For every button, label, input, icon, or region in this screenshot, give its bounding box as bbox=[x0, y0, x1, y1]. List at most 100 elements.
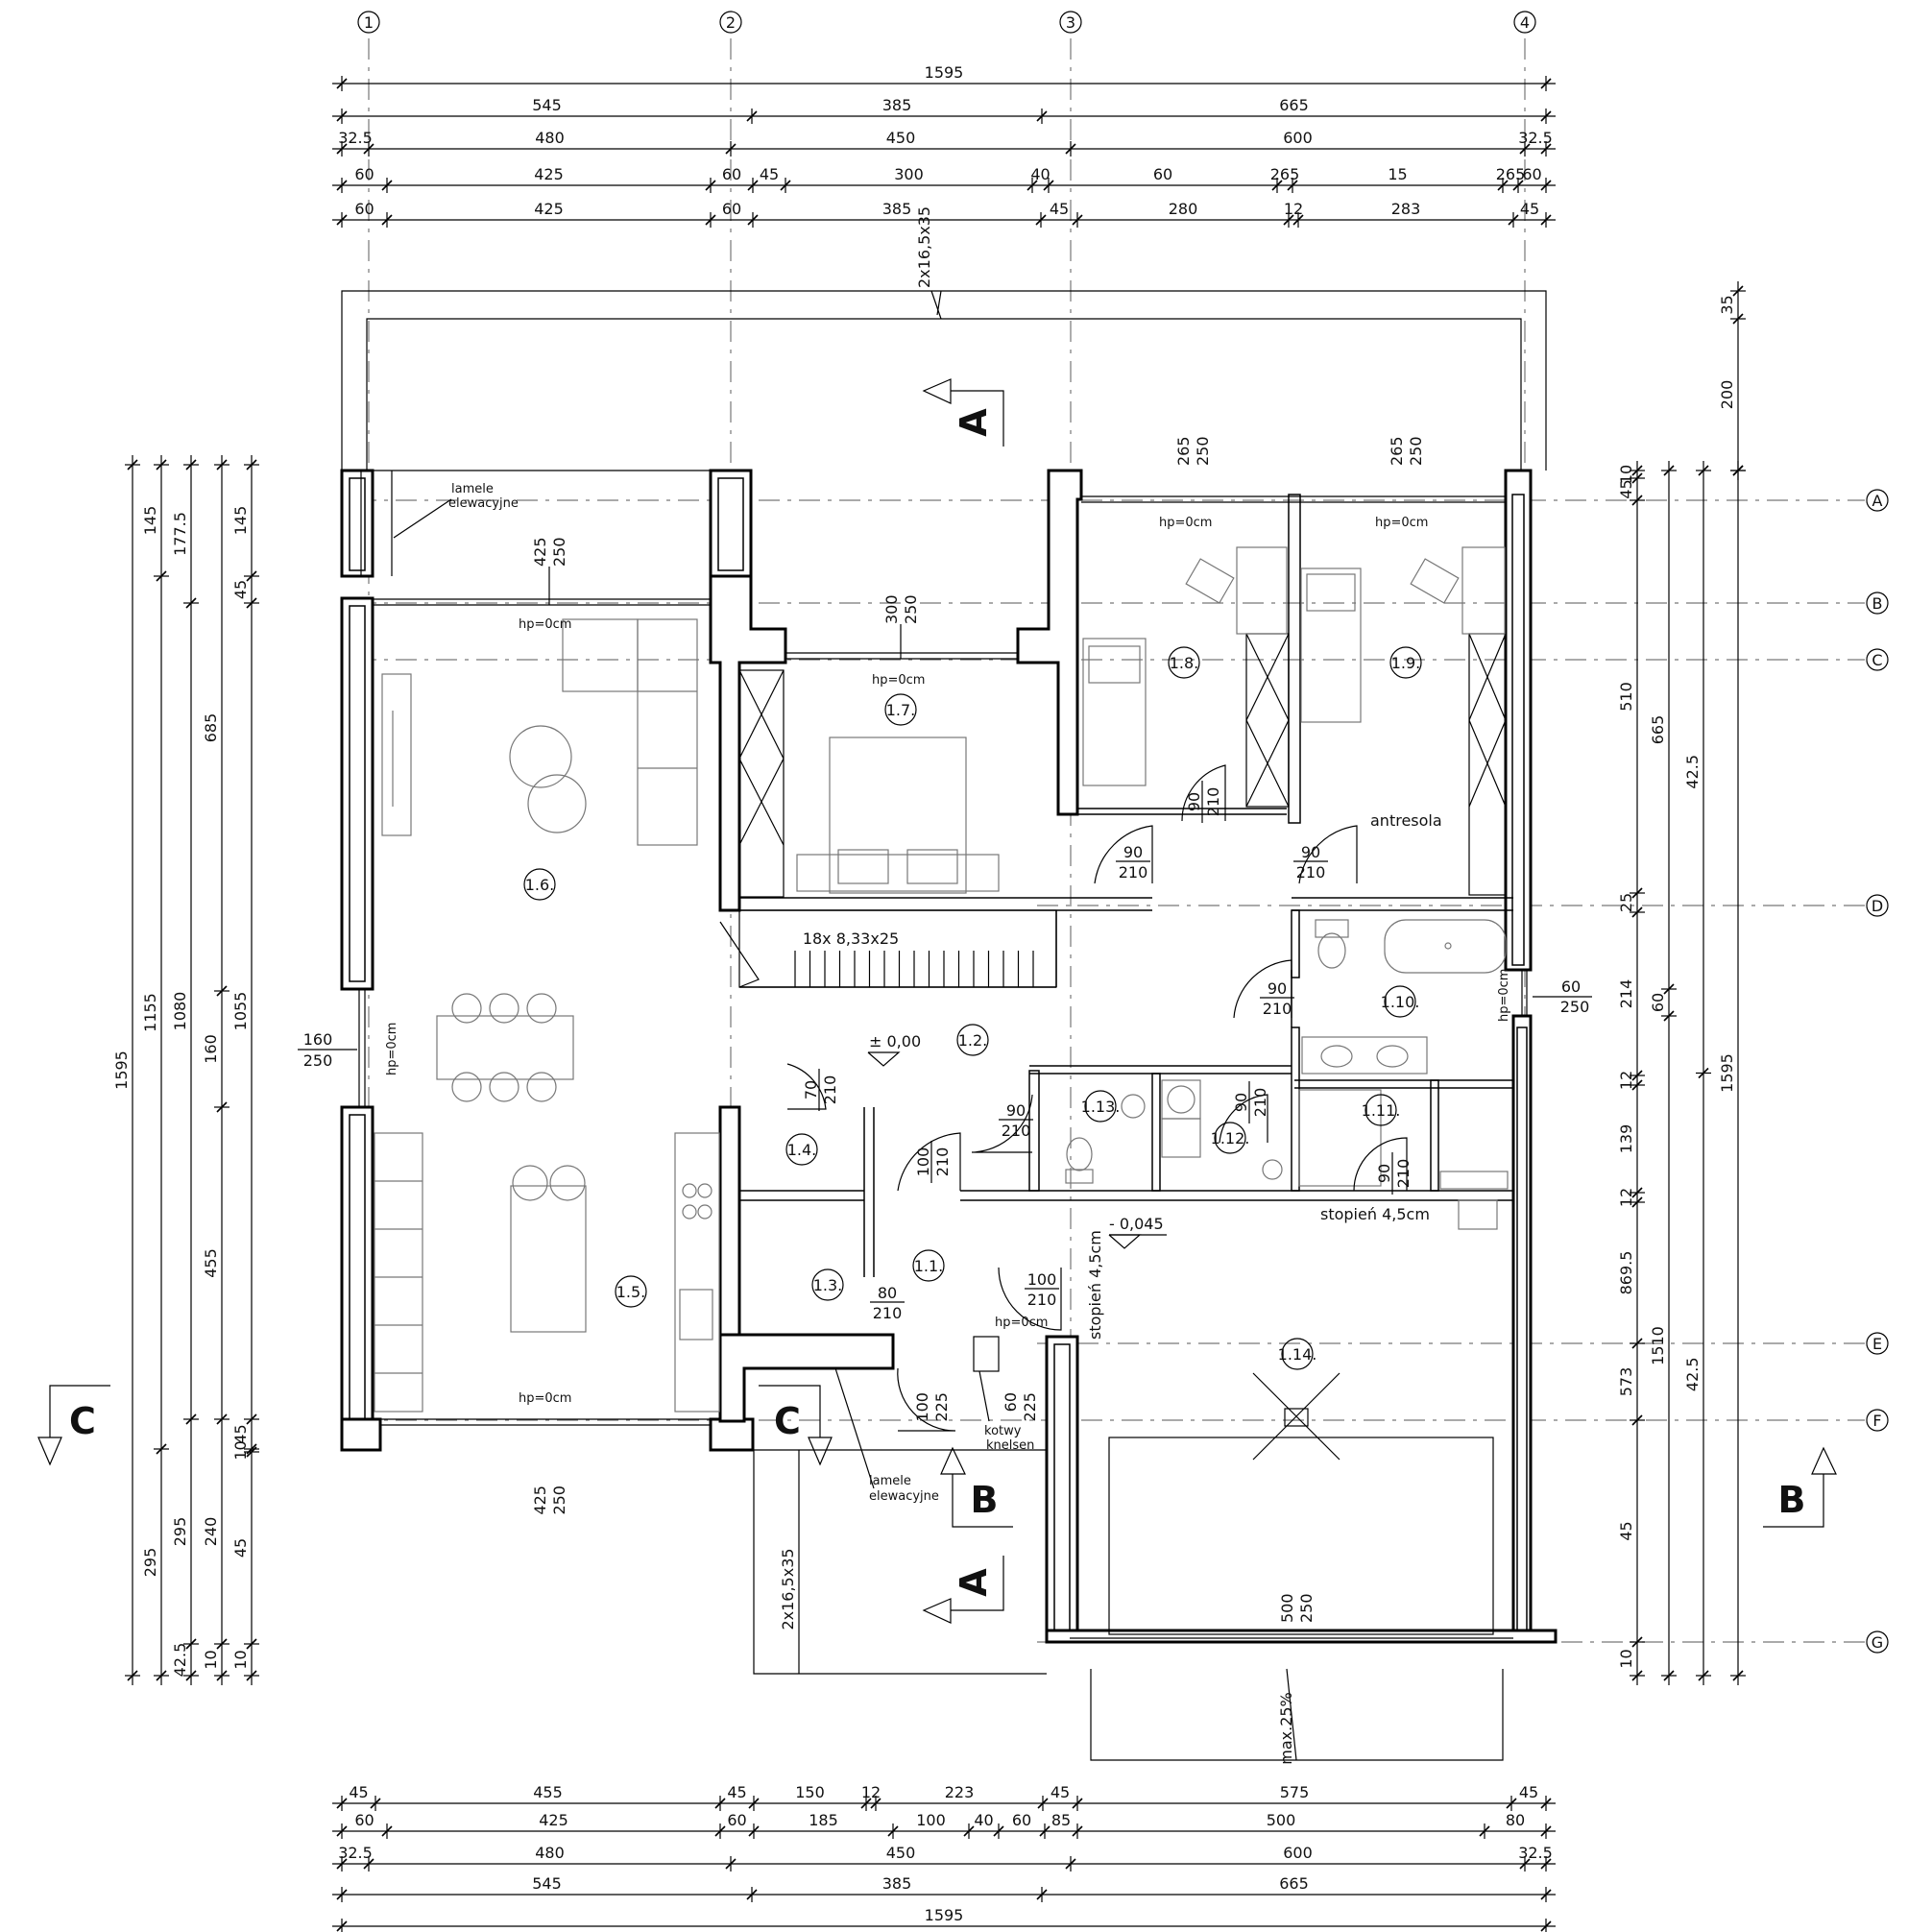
opening-right-bottom: 250 bbox=[1560, 998, 1590, 1016]
dim-left-col5-1: 45 bbox=[231, 580, 250, 599]
dim-bottom-row0-3: 150 bbox=[795, 1783, 825, 1801]
dim-right-col1-1: 200 bbox=[1718, 380, 1736, 410]
room-1-7: 1.7. bbox=[886, 701, 916, 719]
dim-top-row3-1: 425 bbox=[534, 165, 564, 183]
hp-a2: hp=0cm bbox=[1375, 516, 1428, 530]
axis-label-D: D bbox=[1872, 897, 1883, 915]
dim-right-col2-11: 10 bbox=[1617, 1649, 1635, 1668]
room-1-5: 1.5. bbox=[616, 1283, 646, 1301]
dim-bottom-row0-7: 575 bbox=[1280, 1783, 1310, 1801]
door-swings bbox=[719, 764, 1408, 1432]
dim-top-row3-0: 60 bbox=[354, 165, 374, 183]
axis-label-E: E bbox=[1872, 1335, 1882, 1353]
kotwy-label: kotwy bbox=[984, 1424, 1022, 1438]
door-10-height: 210 bbox=[873, 1304, 903, 1322]
dim-right-col3-1: 60 bbox=[1649, 993, 1667, 1012]
dim-bottom-row4-0: 1595 bbox=[925, 1906, 964, 1924]
driveway-ramp: max.25% bbox=[1090, 1668, 1504, 1765]
dim-top-row2-0: 32.5 bbox=[338, 129, 373, 147]
hp-b: hp=0cm bbox=[519, 617, 571, 632]
knelsen-label: knelsen bbox=[986, 1438, 1034, 1453]
door-1-height: 210 bbox=[1296, 863, 1326, 881]
lamele-label-top-1: lamele bbox=[451, 482, 494, 496]
opening-g-bottom: 250 bbox=[1297, 1593, 1316, 1623]
room-1-9: 1.9. bbox=[1391, 654, 1421, 672]
terrace-top-label: 2x16,5x35 bbox=[915, 206, 933, 288]
dim-top-row4-1: 425 bbox=[534, 200, 564, 218]
dim-right-col2-7: 12 bbox=[1617, 1188, 1635, 1207]
door-3-width: 90 bbox=[1006, 1101, 1026, 1120]
opening-f-bottom: 250 bbox=[550, 1485, 568, 1515]
room-1-14: 1.14. bbox=[1278, 1345, 1317, 1364]
dim-bottom-row1-5: 40 bbox=[974, 1811, 993, 1829]
dim-left-col5-0: 145 bbox=[231, 506, 250, 536]
room-1-6: 1.6. bbox=[525, 876, 555, 894]
dim-left-col5-2: 1055 bbox=[231, 992, 250, 1031]
room-1-2: 1.2. bbox=[958, 1031, 988, 1050]
door-5-height: 210 bbox=[1251, 1088, 1269, 1118]
dim-top-row2-3: 600 bbox=[1283, 129, 1313, 147]
dim-right-col2-0: 10 bbox=[1617, 465, 1635, 484]
opening-a1-bottom: 250 bbox=[1194, 436, 1212, 466]
antresola-label: antresola bbox=[1370, 811, 1442, 830]
hp-entrance: hp=0cm bbox=[995, 1316, 1048, 1330]
dim-top-row4-7: 283 bbox=[1391, 200, 1421, 218]
door-8-height: 210 bbox=[933, 1147, 952, 1177]
room-1-8: 1.8. bbox=[1170, 654, 1199, 672]
dim-top-row3-8: 15 bbox=[1388, 165, 1407, 183]
dim-bottom-row0-8: 45 bbox=[1519, 1783, 1538, 1801]
dim-top-row3-3: 45 bbox=[760, 165, 779, 183]
dim-bottom-row0-4: 12 bbox=[861, 1783, 881, 1801]
dimension-chains-right: 352001045510252141213912869.557345106656… bbox=[1617, 281, 1746, 1685]
door-8-width: 100 bbox=[914, 1147, 932, 1177]
dim-top-row2-2: 450 bbox=[886, 129, 916, 147]
door-10-width: 80 bbox=[878, 1284, 897, 1302]
section-a-bottom-letter: A bbox=[953, 1568, 995, 1597]
opening-entrance-top: 100 bbox=[913, 1392, 931, 1422]
opening-dimensions: 425 250 hp=0cm 300 250 hp=0cm 265 250 hp… bbox=[298, 436, 1592, 1623]
dim-right-col2-3: 25 bbox=[1617, 893, 1635, 912]
hp-a1: hp=0cm bbox=[1159, 516, 1212, 530]
room-1-13: 1.13. bbox=[1081, 1098, 1121, 1116]
dim-left-col5-5: 45 bbox=[231, 1538, 250, 1558]
section-b-right-letter: B bbox=[1778, 1479, 1806, 1521]
dim-top-row2-1: 480 bbox=[535, 129, 565, 147]
door-1-width: 90 bbox=[1301, 843, 1320, 861]
section-a-top-letter: A bbox=[953, 408, 995, 437]
room-1-11: 1.11. bbox=[1362, 1101, 1401, 1120]
dim-left-col2-0: 145 bbox=[141, 506, 159, 536]
opening-entrance-bottom: 225 bbox=[932, 1392, 951, 1422]
dim-top-row4-5: 280 bbox=[1169, 200, 1198, 218]
dim-top-row3-4: 300 bbox=[894, 165, 924, 183]
opening-side-top: 60 bbox=[1002, 1392, 1020, 1412]
hp-f: hp=0cm bbox=[519, 1391, 571, 1406]
opening-b-top: 425 bbox=[531, 537, 549, 567]
opening-g-top: 500 bbox=[1278, 1593, 1296, 1623]
dim-right-col2-5: 12 bbox=[1617, 1071, 1635, 1090]
opening-a2-top: 265 bbox=[1388, 436, 1406, 466]
dim-right-col3-2: 1510 bbox=[1649, 1326, 1667, 1365]
dim-left-col3-2: 295 bbox=[171, 1517, 189, 1547]
dim-bottom-row2-3: 600 bbox=[1283, 1844, 1313, 1862]
opening-c-top: 300 bbox=[882, 594, 901, 624]
furniture bbox=[374, 546, 1509, 1413]
axis-label-3: 3 bbox=[1066, 13, 1075, 32]
opening-left-bottom: 250 bbox=[303, 1051, 333, 1070]
step-label-vertical: stopień 4,5cm bbox=[1086, 1230, 1104, 1340]
door-7-width: 70 bbox=[802, 1080, 820, 1099]
dim-top-row4-4: 45 bbox=[1050, 200, 1069, 218]
opening-c-bottom: 250 bbox=[902, 594, 920, 624]
dim-top-row4-0: 60 bbox=[354, 200, 374, 218]
dim-left-col3-1: 1080 bbox=[171, 992, 189, 1031]
dim-left-col4-3: 240 bbox=[202, 1517, 220, 1547]
lamele-label-bottom-1: lamele bbox=[869, 1474, 911, 1488]
opening-f-top: 425 bbox=[531, 1485, 549, 1515]
dim-right-col2-4: 214 bbox=[1617, 979, 1635, 1009]
dim-right-col5-0: 1595 bbox=[1718, 1053, 1736, 1093]
dim-left-col2-1: 1155 bbox=[141, 993, 159, 1032]
door-0-height: 210 bbox=[1119, 863, 1148, 881]
dim-right-col2-9: 573 bbox=[1617, 1367, 1635, 1397]
